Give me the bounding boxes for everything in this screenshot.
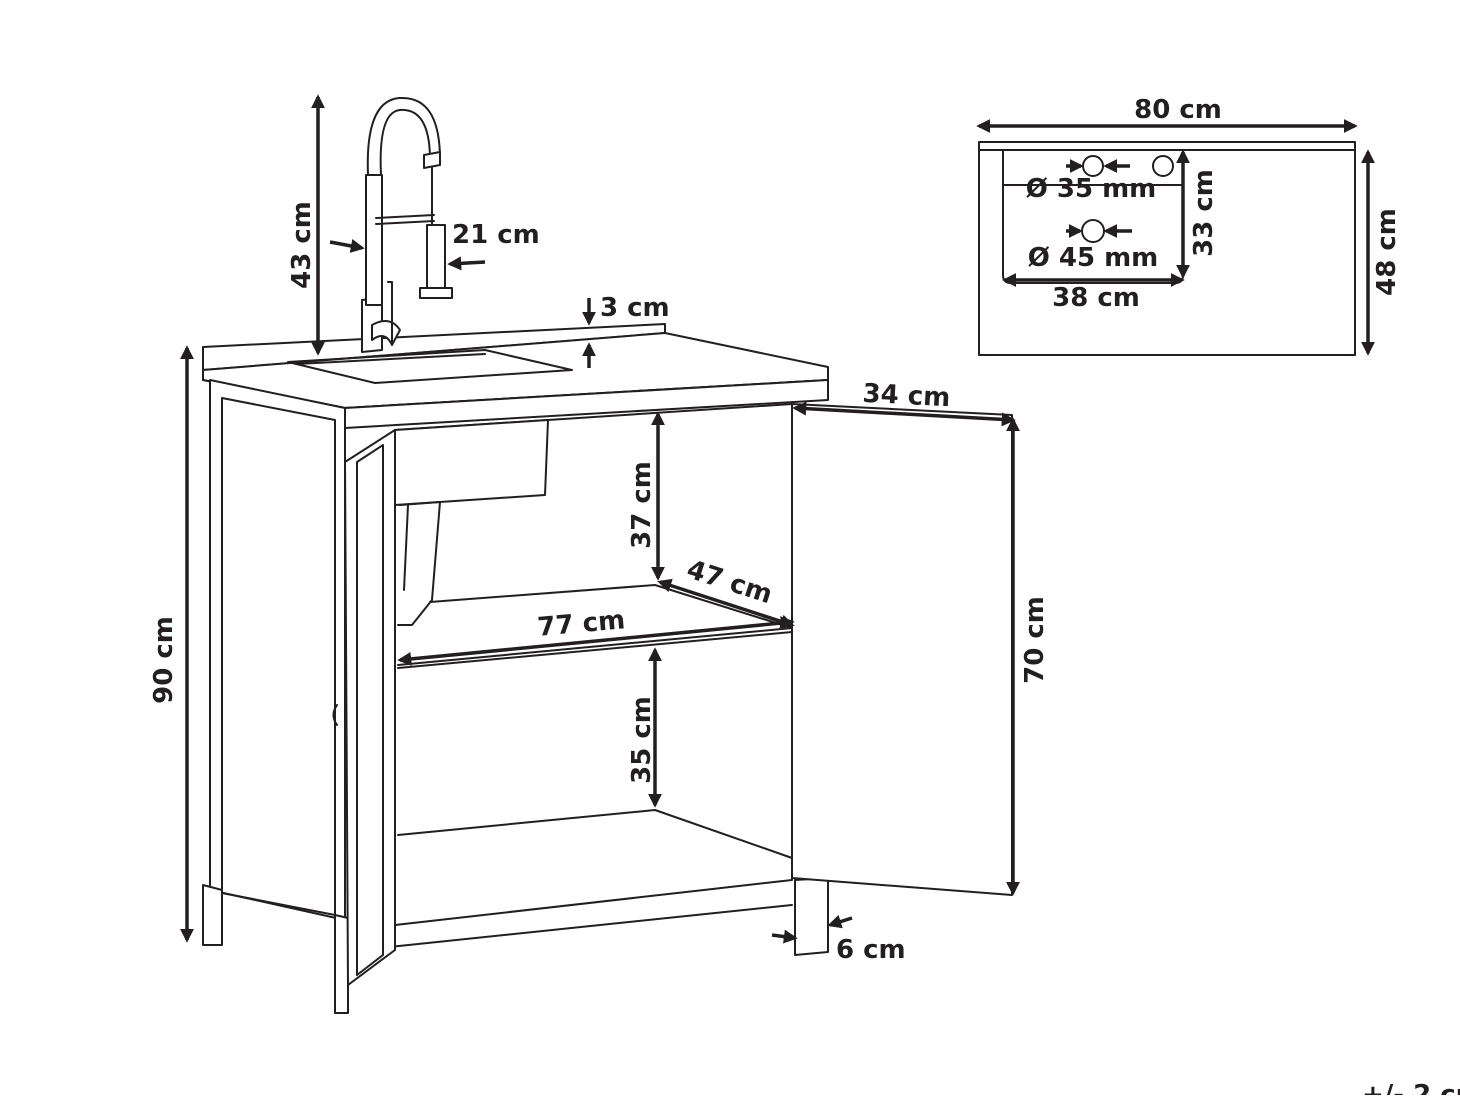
label-shelf-depth: 47 cm [683, 555, 776, 611]
label-faucet-height: 43 cm [287, 201, 317, 289]
cabinet-door-right [791, 403, 1013, 896]
top-view-diagram: 80 cm 48 cm Ø 35 mm Ø 45 mm 33 cm 38 cm [976, 95, 1402, 356]
label-leg-width: 6 cm [836, 935, 906, 965]
sink-bowl [394, 419, 549, 506]
faucet [361, 96, 453, 353]
sink-basin [287, 349, 573, 384]
label-sink-depth: 33 cm [1189, 169, 1219, 257]
label-small-hole: Ø 35 mm [1026, 174, 1157, 204]
dimension-lines [180, 94, 1020, 944]
hole-small-2 [1152, 155, 1174, 177]
label-lower-space: 35 cm [627, 696, 657, 784]
side-panel [209, 379, 346, 921]
leg-left-front [334, 914, 349, 1014]
hole-large [1081, 219, 1105, 243]
worktop-top-view [978, 141, 1356, 356]
leg-right-front [794, 877, 829, 956]
label-large-hole: Ø 45 mm [1028, 243, 1159, 273]
label-door-height: 70 cm [1020, 596, 1050, 684]
label-top-depth: 48 cm [1372, 208, 1402, 296]
label-total-height: 90 cm [149, 616, 179, 704]
label-inner-width: 77 cm [536, 605, 626, 643]
label-worktop-rim: 3 cm [600, 293, 670, 323]
label-door-width: 34 cm [862, 379, 951, 414]
label-sink-width: 38 cm [1052, 283, 1140, 313]
tolerance-note: +/- 2 cm [1362, 1080, 1460, 1095]
leg-left-back [202, 884, 223, 946]
label-top-width: 80 cm [1134, 95, 1222, 125]
cabinet-drawing [202, 96, 1013, 1014]
hole-small [1082, 155, 1104, 177]
label-upper-space: 37 cm [627, 461, 657, 549]
label-faucet-spout: 21 cm [452, 220, 540, 250]
cabinet-door-left [344, 429, 396, 986]
